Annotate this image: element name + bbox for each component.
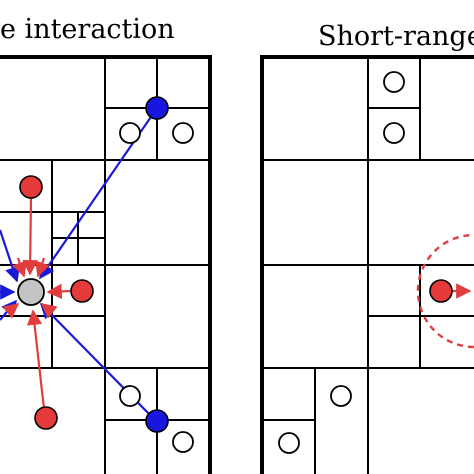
blue-particle: [145, 96, 169, 120]
long-range-arrow: [0, 229, 20, 283]
white-particle: [383, 71, 405, 93]
white-particle: [172, 431, 194, 453]
left-panel-caption: e interaction: [0, 14, 175, 45]
red-particle: [19, 175, 43, 199]
white-particle: [330, 385, 352, 407]
target-particle: [17, 278, 45, 306]
white-particle: [119, 122, 141, 144]
right-panel: [260, 55, 474, 474]
direct-interaction-arrow: [22, 197, 38, 276]
direct-interaction-arrow: [12, 257, 27, 278]
long-range-arrow: [0, 299, 17, 321]
red-particle: [70, 279, 94, 303]
white-particle: [172, 122, 194, 144]
direct-interaction-arrow: [26, 309, 47, 419]
direct-interaction-arrow: [2, 303, 20, 319]
left-tree-cells: [0, 57, 210, 474]
direct-interaction-arrow: [35, 257, 50, 278]
left-panel-border: [0, 55, 212, 474]
left-panel: [0, 55, 212, 474]
direct-interaction-arrow: [46, 283, 71, 300]
right-panel-border: [260, 55, 474, 474]
white-particle: [119, 385, 141, 407]
white-particle: [278, 432, 300, 454]
red-particle: [34, 406, 58, 430]
right-tree-cells: [262, 57, 474, 474]
right-panel-caption: Short-range: [318, 21, 474, 52]
white-particle: [383, 122, 405, 144]
blue-particle: [145, 409, 169, 433]
red-particle: [429, 279, 453, 303]
direct-interaction-arrow: [40, 303, 58, 319]
